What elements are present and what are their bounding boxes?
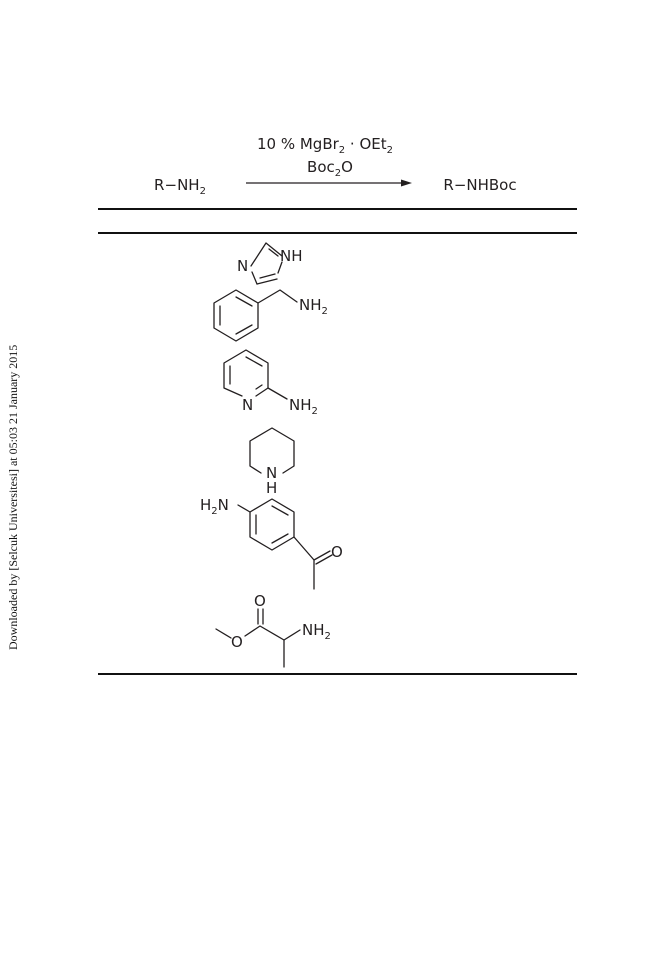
structure-benzylamine: NH2 [213,289,328,342]
structure-2-aminopyridine: N NH2 [223,349,318,417]
imidazole-n-label: N [237,257,248,275]
aminoacetophenone-o-label: O [331,543,343,561]
alanine-nh2-label: NH2 [302,621,331,642]
ester-carbonyl-o-label: O [254,592,266,610]
ester-o-label: O [231,633,243,651]
reagent-catalyst: 10 % MgBr2 · OEt2 [257,135,393,156]
structure-alanine-methyl-ester: O O NH2 [215,592,331,668]
imidazole-nh-label: NH [280,247,303,265]
piperidine-h-label: H [266,479,277,497]
reactant-formula: R−NH2 [154,176,206,197]
reaction-scheme: R−NH2 10 % MgBr2 · OEt2 Boc2O R−NHBoc [154,135,517,197]
structure-4-aminoacetophenone: H2N O [200,496,343,590]
aminopyridine-nh2-label: NH2 [289,396,318,417]
aminoacetophenone-h2n-label: H2N [200,496,229,517]
product-formula: R−NHBoc [443,176,516,194]
structure-imidazole: N NH [237,242,303,285]
reagent-boc2o: Boc2O [307,158,353,179]
benzylamine-nh2-label: NH2 [299,296,328,317]
aminopyridine-n-label: N [242,396,253,414]
reaction-arrow-head [401,179,412,187]
structure-piperidine: N H [249,427,295,497]
piperidine-n-label: N [266,464,277,482]
